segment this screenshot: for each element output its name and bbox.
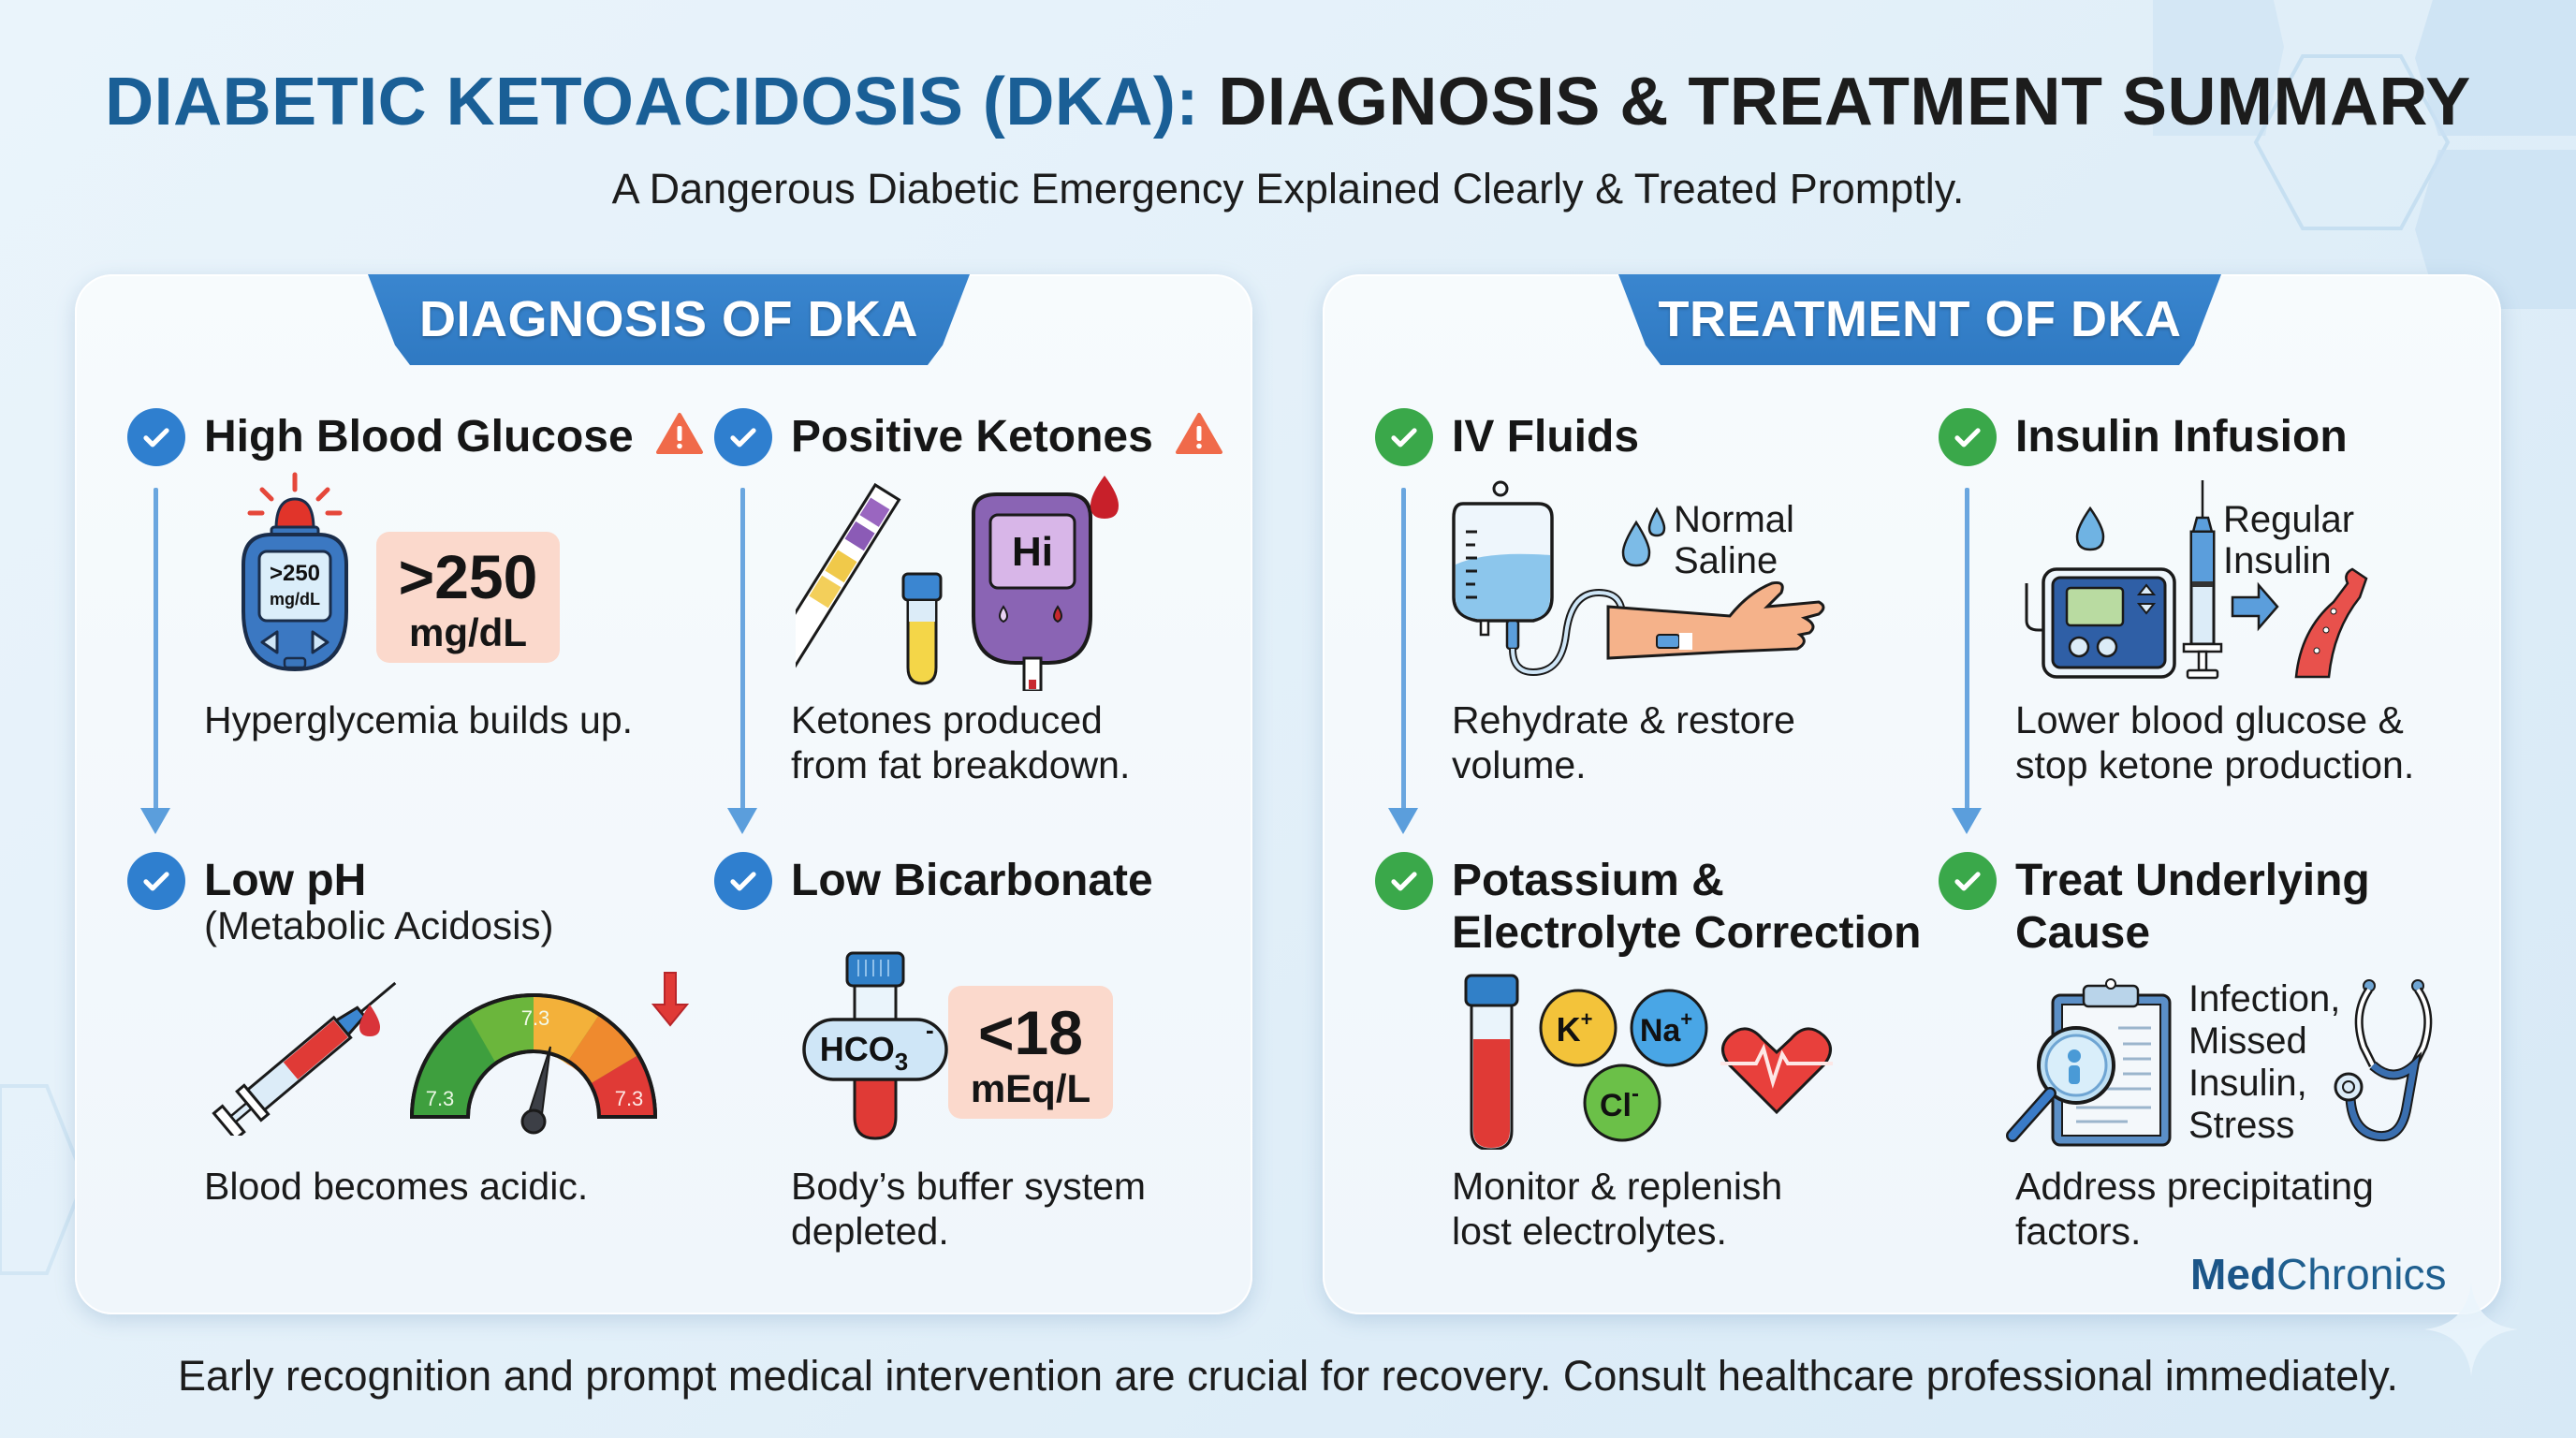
item-title: Low pH <box>204 856 367 905</box>
syringe-ph-gauge-icon: 7.3 7.3 7.3 <box>212 972 690 1136</box>
svg-text:Hi: Hi <box>1012 529 1053 575</box>
treatment-header: TREATMENT OF DKA <box>1618 274 2221 365</box>
check-icon <box>1375 852 1433 910</box>
svg-text:-: - <box>926 1016 934 1044</box>
glucometer-alarm-icon: >250 mg/dL <box>242 472 348 672</box>
check-icon <box>127 852 185 910</box>
flow-arrow <box>1388 488 1418 834</box>
check-icon <box>127 408 185 466</box>
warning-icon <box>656 413 704 454</box>
item-title: IV Fluids <box>1452 412 1640 462</box>
item-description: Rehydrate & restore volume. <box>1452 698 1795 786</box>
glucose-threshold-box: >250 mg/dL <box>376 532 560 663</box>
check-icon <box>714 852 772 910</box>
check-icon <box>1375 408 1433 466</box>
svg-text:HCO3: HCO3 <box>820 1030 908 1076</box>
bicarbonate-threshold-box: <18 mEq/L <box>948 986 1113 1119</box>
page-subtitle: A Dangerous Diabetic Emergency Explained… <box>611 165 1965 213</box>
sparkle-icon <box>2424 1283 2518 1376</box>
item-title: Treat Underlying Cause <box>2015 856 2370 958</box>
iv-fluid-label: Normal Saline <box>1674 499 1794 581</box>
svg-text:7.3: 7.3 <box>615 1087 644 1110</box>
treatment-panel: TREATMENT OF DKA IV Fluids Normal Saline <box>1323 274 2501 1314</box>
stethoscope-icon <box>2334 979 2433 1142</box>
flow-arrow <box>727 488 757 834</box>
page-title: DIABETIC KETOACIDOSIS (DKA): DIAGNOSIS &… <box>0 64 2576 140</box>
svg-text:7.3: 7.3 <box>521 1006 550 1030</box>
item-description: Lower blood glucose & stop ketone produc… <box>2015 698 2415 786</box>
title-blue-part: DIABETIC KETOACIDOSIS (DKA): <box>105 65 1199 139</box>
item-title: High Blood Glucose <box>204 412 634 462</box>
electrolytes-heart-icon: K+ Na+ Cl- <box>1464 974 1833 1150</box>
item-title: Positive Ketones <box>791 412 1153 462</box>
diagnosis-header: DIAGNOSIS OF DKA <box>368 274 970 365</box>
brand-logo: MedChronics <box>2190 1250 2447 1299</box>
svg-text:7.3: 7.3 <box>426 1087 455 1110</box>
item-description: Address precipitating factors. <box>2015 1165 2374 1253</box>
item-description: Blood becomes acidic. <box>204 1165 589 1208</box>
item-title: Low Bicarbonate <box>791 856 1153 905</box>
item-title: Potassium & Electrolyte Correction <box>1452 856 1922 958</box>
bicarbonate-tube-icon: HCO3 - <box>802 951 948 1140</box>
iv-bag-arm-icon <box>1452 480 1825 677</box>
insulin-type-label: Regular Insulin <box>2223 499 2355 581</box>
ketone-strip-meter-icon: Hi <box>796 476 1119 691</box>
title-dark-part: DIAGNOSIS & TREATMENT SUMMARY <box>1218 65 2471 139</box>
precipitating-factors-label: Infection, Missed Insulin, Stress <box>2188 978 2341 1146</box>
check-icon <box>714 408 772 466</box>
clipboard-magnifier-icon <box>2006 978 2172 1147</box>
item-description: Monitor & replenish lost electrolytes. <box>1452 1165 1783 1253</box>
warning-icon <box>1176 413 1223 454</box>
svg-text:Na+: Na+ <box>1640 1007 1692 1049</box>
item-subtitle: (Metabolic Acidosis) <box>204 903 554 947</box>
diagnosis-panel: DIAGNOSIS OF DKA High Blood Glucose >250… <box>75 274 1252 1314</box>
item-description: Hyperglycemia builds up. <box>204 698 634 741</box>
svg-text:mg/dL: mg/dL <box>270 590 320 609</box>
item-description: Body’s buffer system depleted. <box>791 1165 1147 1253</box>
item-description: Ketones produced from fat breakdown. <box>791 698 1131 786</box>
check-icon <box>1939 408 1997 466</box>
flow-arrow <box>140 488 170 834</box>
background-hexagon-pattern <box>2153 0 2576 309</box>
insulin-pump-syringe-icon <box>2025 480 2368 680</box>
item-title: Insulin Infusion <box>2015 412 2348 462</box>
svg-text:K+: K+ <box>1557 1007 1593 1049</box>
svg-text:>250: >250 <box>270 561 320 586</box>
flow-arrow <box>1952 488 1982 834</box>
check-icon <box>1939 852 1997 910</box>
svg-text:Cl-: Cl- <box>1600 1081 1639 1123</box>
footer-disclaimer: Early recognition and prompt medical int… <box>178 1352 2398 1400</box>
